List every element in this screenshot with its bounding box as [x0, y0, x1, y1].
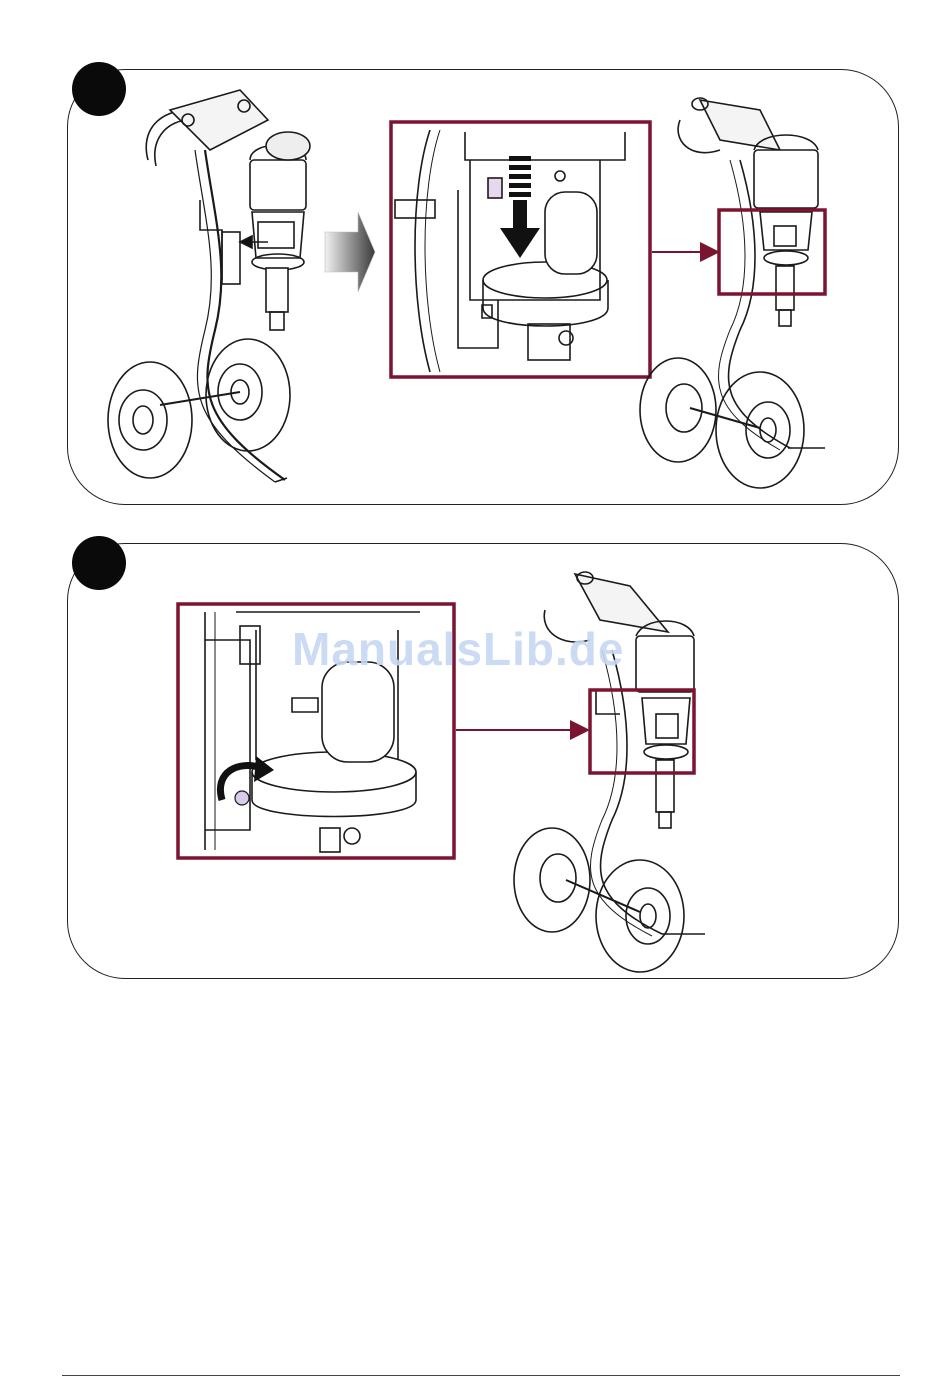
process-arrow-icon — [325, 212, 375, 292]
detail-slide-down-latch-figure — [391, 122, 650, 377]
cart-pump-assembly-figure — [108, 90, 310, 482]
watermark-text: ManualsLib.de — [292, 622, 672, 676]
footer-divider — [62, 1375, 900, 1376]
